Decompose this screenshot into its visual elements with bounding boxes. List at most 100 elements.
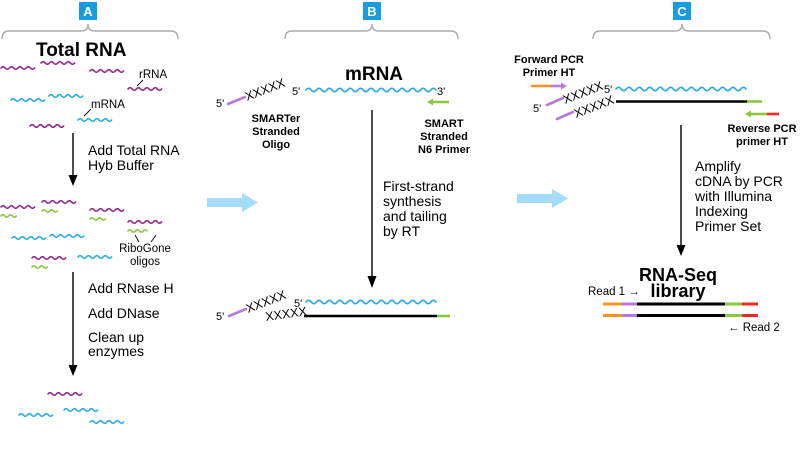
ribogone-oligo-squiggle xyxy=(41,209,58,213)
five-prime-label: 5' xyxy=(292,86,300,98)
read2-label: ← Read 2 xyxy=(728,322,780,334)
amplify-text-line1: Amplify xyxy=(695,158,741,174)
rrna-pointer-line xyxy=(136,79,144,87)
mrna-squiggle xyxy=(63,407,99,413)
smarter-oligo-line xyxy=(227,307,248,318)
smarter-oligo-label-line3: Oligo xyxy=(262,139,290,151)
total-rna-title: Total RNA xyxy=(36,40,127,61)
first-strand-cdna-duplex: 5' XXXXX 5' XXXXX xyxy=(216,288,450,324)
panel-a-bracket xyxy=(1,23,179,40)
rrna-squiggle xyxy=(127,86,163,92)
n6-primer-arrowhead xyxy=(427,98,433,106)
forward-primer-label-line1: Forward PCR xyxy=(514,54,584,66)
mrna-title: mRNA xyxy=(345,64,403,85)
step2-text-line2: Add DNase xyxy=(88,305,160,321)
flow-arrow-b-to-c xyxy=(517,189,568,208)
rrna-squiggle xyxy=(0,204,36,210)
mrna-pointer-line xyxy=(83,108,92,117)
rrna-squiggle xyxy=(29,123,65,129)
rrna-squiggle xyxy=(47,391,83,397)
panel-a-label-box xyxy=(79,2,97,20)
smarter-oligo-line xyxy=(226,95,247,106)
rrna-label: rRNA xyxy=(139,69,167,81)
ribogone-oligo-squiggle xyxy=(127,229,148,233)
rrna-squiggle xyxy=(40,60,76,66)
first-strand-arrow: First-strand synthesis and tailing by RT xyxy=(367,110,454,288)
rrna-squiggle xyxy=(0,65,36,71)
mrna-squiggle xyxy=(10,97,46,103)
first-strand-text-line4: by RT xyxy=(383,223,421,239)
panel-b-bracket xyxy=(284,23,459,40)
pcr-template: Forward PCR Primer HT 5' XXXXX 5' XXXXX … xyxy=(514,54,796,148)
step1-text-line2: Hyb Buffer xyxy=(88,157,154,173)
amplify-arrowhead xyxy=(676,245,686,256)
panel-b: B mRNA 5' 3' 5' XXXXX SMARTer Stranded O… xyxy=(216,2,471,324)
step2-text-line3: Clean up xyxy=(88,329,144,345)
panel-c-label: C xyxy=(677,4,687,19)
five-prime-label: 5' xyxy=(216,98,224,110)
oligo-line-top xyxy=(545,96,565,107)
first-strand-text-line2: synthesis xyxy=(383,193,441,209)
step2-arrowhead xyxy=(68,365,78,376)
cleaned-rna-cluster xyxy=(18,391,125,425)
mrna-squiggle xyxy=(77,254,113,260)
five-prime-label: 5' xyxy=(533,103,541,115)
mrna-strand-squiggle xyxy=(305,87,437,93)
rna-seq-library: RNA-Seq library Read 1 → ← Read 2 xyxy=(588,265,780,334)
smarter-oligo-xxxxx: XXXXX xyxy=(243,76,288,104)
ribogone-oligo-squiggle xyxy=(31,265,48,269)
mrna-squiggle xyxy=(77,117,113,123)
panel-c-bracket xyxy=(592,23,771,40)
five-prime-label: 5' xyxy=(216,311,224,323)
mrna-squiggle xyxy=(49,233,85,239)
ribogone-pointer-line xyxy=(134,234,140,243)
amplify-arrow: Amplify cDNA by PCR with Illumina Indexi… xyxy=(676,125,783,256)
reverse-primer-label-line1: Reverse PCR xyxy=(727,123,796,135)
step1-arrow: Add Total RNA Hyb Buffer xyxy=(68,133,180,186)
ribogone-label-line1: RiboGone xyxy=(119,243,171,255)
amplify-text-line2: cDNA by PCR xyxy=(695,173,783,189)
step2-text-line1: Add RNase H xyxy=(88,280,174,296)
smarter-oligo-label-line2: Stranded xyxy=(252,126,300,138)
step1-arrowhead xyxy=(68,175,78,186)
rrna-squiggle xyxy=(31,255,67,261)
flow-arrow-a-to-b xyxy=(207,193,258,212)
cdna-xxxxx: XXXXX xyxy=(264,304,308,324)
library-title-line2: library xyxy=(650,281,705,301)
mrna-strand-squiggle xyxy=(305,299,437,305)
read1-label: Read 1 → xyxy=(588,286,640,298)
forward-primer-arrowhead xyxy=(561,82,567,90)
amplify-text-line5: Primer Set xyxy=(695,218,761,234)
step1-text-line1: Add Total RNA xyxy=(88,142,180,158)
five-prime-label: 5' xyxy=(294,298,302,310)
hybridized-cluster: RiboGone oligos xyxy=(0,199,171,269)
mrna-squiggle xyxy=(11,235,47,241)
mrna-strand-squiggle xyxy=(615,86,747,92)
first-strand-text-line3: and tailing xyxy=(383,208,447,224)
mrna-squiggle xyxy=(48,93,84,99)
oligo-line-bottom xyxy=(555,110,575,121)
amplify-text-line3: with Illumina xyxy=(694,188,772,204)
amplify-text-line4: Indexing xyxy=(695,203,748,219)
smarter-oligo-label-line1: SMARTer xyxy=(252,113,301,125)
n6-primer-label-line3: N6 Primer xyxy=(418,144,471,156)
reverse-primer-arrowhead xyxy=(745,110,751,118)
step2-arrow: Add RNase H Add DNase Clean up enzymes xyxy=(68,272,174,376)
rrna-squiggle xyxy=(89,207,125,213)
mrna-label: mRNA xyxy=(91,99,125,111)
mrna-squiggle xyxy=(18,412,54,418)
step2-text-line4: enzymes xyxy=(88,343,144,359)
mrna-squiggle xyxy=(89,419,125,425)
panel-c-label-box xyxy=(673,2,691,20)
panel-b-label: B xyxy=(367,4,376,19)
rrna-squiggle xyxy=(89,68,125,74)
ribogone-pointer-line xyxy=(150,234,157,243)
first-strand-text-line1: First-strand xyxy=(383,178,454,194)
mrna-annealing: 5' 3' 5' XXXXX SMARTer Stranded Oligo SM… xyxy=(216,76,471,156)
panel-a-label: A xyxy=(83,4,93,19)
forward-primer-label-line2: Primer HT xyxy=(523,67,576,79)
ribogone-oligo-squiggle xyxy=(0,214,17,218)
n6-primer-label-line1: SMART xyxy=(424,118,463,130)
reverse-primer-label-line2: primer HT xyxy=(736,136,788,148)
